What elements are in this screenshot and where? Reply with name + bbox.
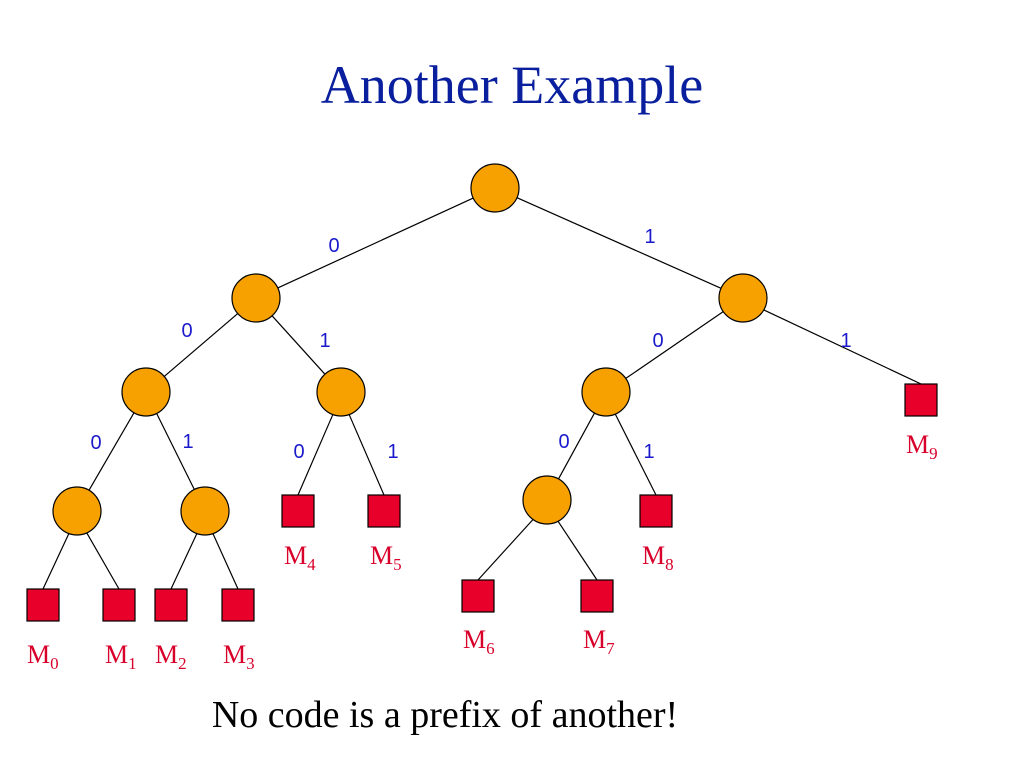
leaf-M4 [281,494,315,528]
leaf-M5 [367,494,401,528]
tree-node-n100 [522,475,572,525]
edge-bit-label: 0 [293,441,304,463]
tree-edge-n100-M6 [477,519,534,581]
leaf-label-M3: M3 [223,640,255,673]
tree-edge-n01-M5 [348,414,385,496]
tree-edge-n00-n001 [156,413,195,490]
edge-bit-label: 1 [387,441,398,463]
leaf-label-M0: M0 [27,640,59,673]
edge-bit-label: 1 [840,330,851,352]
edge-bit-label: 0 [90,432,101,454]
leaf-label-M6: M6 [463,625,495,658]
slide-title: Another Example [320,55,704,115]
tree-edge-n10-M8 [614,413,657,496]
tree-edge-n001-M2 [170,533,198,590]
leaf-label-M5: M5 [370,541,402,574]
tree-edge-n1-M9 [763,309,922,385]
tree-node-n1 [718,273,768,323]
leaf-M9 [904,383,938,417]
edge-bit-label: 0 [558,431,569,453]
tree-edge-root-n0 [277,197,474,289]
tree-node-n10 [581,367,631,417]
edge-bit-label: 0 [181,320,192,342]
edge-bit-label: 1 [319,330,330,352]
tree-edge-n100-M7 [557,520,598,581]
tree-node-root [470,163,520,213]
tree-node-n001 [180,486,230,536]
leaf-M8 [639,494,673,528]
edge-bit-label: 0 [652,330,663,352]
edge-bit-label: 1 [182,431,193,453]
leaf-label-M7: M7 [583,625,615,658]
tree-node-n01 [316,367,366,417]
tree-edge-n1-n10 [625,311,724,379]
edge-bit-label: 1 [644,226,655,248]
tree-node-n00 [121,367,171,417]
tree-edge-n000-M1 [86,532,120,590]
tree-edge-root-n1 [516,197,722,289]
tree-node-n0 [231,273,281,323]
leaf-label-M9: M9 [906,430,938,463]
tree-edge-n000-M0 [42,533,70,590]
tree-edge-n0-n00 [163,313,239,377]
leaf-label-M2: M2 [155,640,187,673]
tree-edge-n10-n100 [557,412,596,480]
leaf-label-M4: M4 [284,541,316,574]
leaf-label-M1: M1 [105,640,137,673]
tree-edge-n0-n01 [271,315,326,375]
leaf-M2 [154,588,188,622]
leaf-M1 [102,588,136,622]
tree-edge-n01-M4 [297,414,334,496]
tree-node-n000 [52,486,102,536]
tree-edge-n00-n000 [88,412,135,491]
edge-bit-label: 0 [328,235,339,257]
leaf-M3 [221,588,255,622]
slide-caption: No code is a prefix of another! [211,694,679,736]
tree-edge-n001-M3 [212,533,239,590]
leaf-label-M8: M8 [642,541,674,574]
edge-bit-label: 1 [643,441,654,463]
leaf-M0 [26,588,60,622]
leaf-M6 [461,579,495,613]
leaf-M7 [580,579,614,613]
